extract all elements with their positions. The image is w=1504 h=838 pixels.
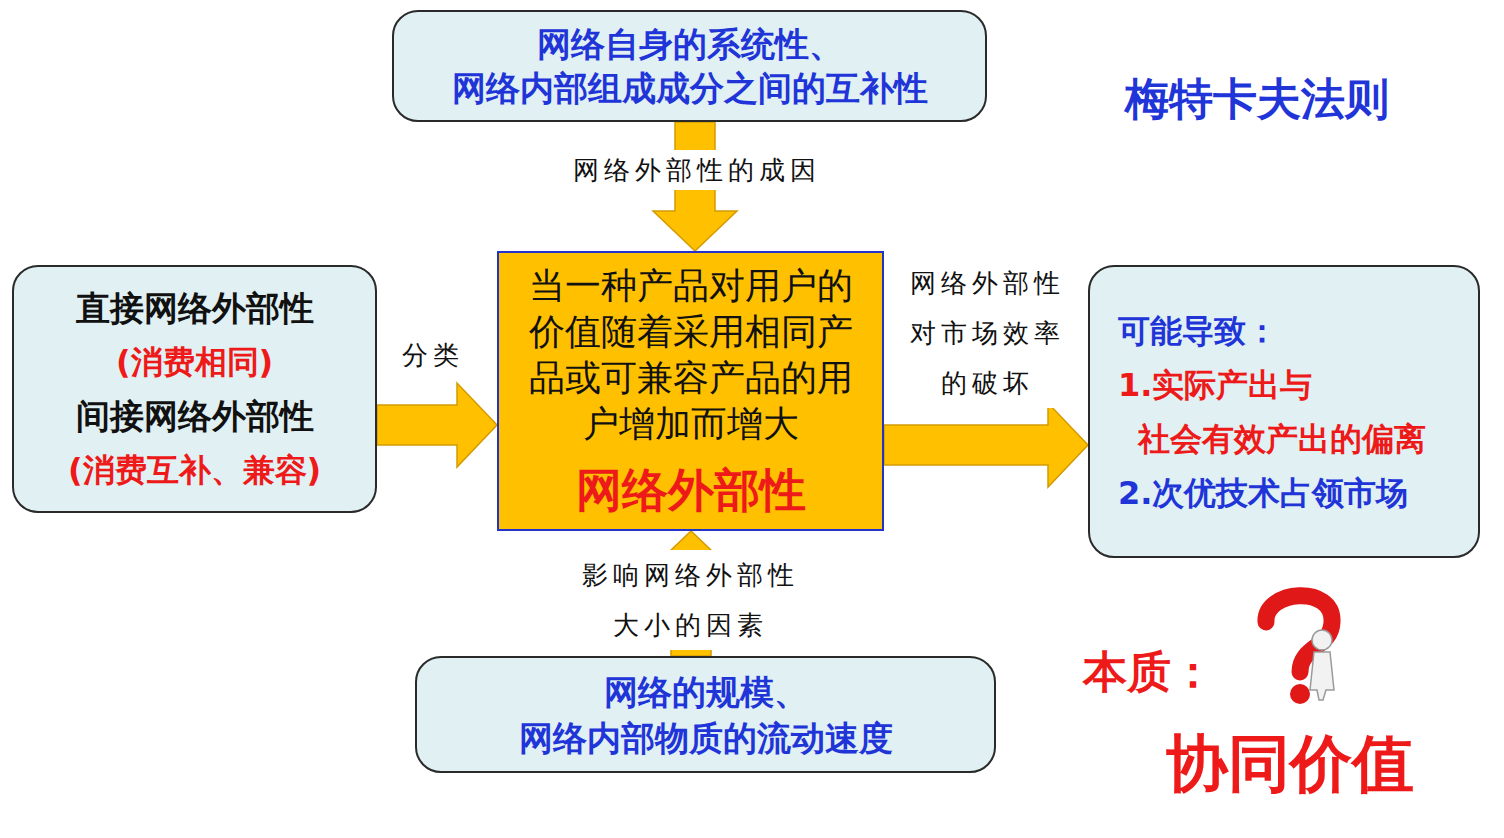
- effect-box: 可能导致：1.实际产出与 社会有效产出的偏离2.次优技术占领市场: [1088, 265, 1480, 558]
- law-title: 梅特卡夫法则: [1125, 70, 1389, 129]
- definition-text: 当一种产品对用户的 价值随着采用相同产 品或可兼容产品的用 户增加而增大: [517, 263, 864, 447]
- figure-head: [1312, 630, 1332, 650]
- edge-label: 网络外部性 对市场效率 的破坏: [885, 258, 1090, 408]
- definition-term: 网络外部性: [576, 461, 806, 519]
- category-note: (消费相同): [116, 335, 273, 389]
- effect-item: 1.实际产出与 社会有效产出的偏离: [1118, 358, 1460, 466]
- effect-item: 2.次优技术占领市场: [1118, 466, 1408, 520]
- category-box: 直接网络外部性(消费相同)间接网络外部性(消费互补、兼容): [12, 265, 377, 513]
- effect-heading: 可能导致：: [1118, 304, 1278, 358]
- category-note: (消费互补、兼容): [68, 443, 321, 497]
- cause-text: 网络自身的系统性、 网络内部组成成分之间的互补性: [412, 22, 967, 110]
- category-heading: 直接网络外部性: [76, 281, 314, 335]
- essence-label: 本质：: [1083, 643, 1215, 702]
- essence-value: 协同价值: [1166, 722, 1414, 806]
- cause-box: 网络自身的系统性、 网络内部组成成分之间的互补性: [392, 10, 987, 122]
- edge-label: 分类: [378, 335, 488, 375]
- edge-label: 网络外部性的成因: [542, 150, 852, 190]
- category-heading: 间接网络外部性: [76, 389, 314, 443]
- definition-box: 当一种产品对用户的 价值随着采用相同产 品或可兼容产品的用 户增加而增大网络外部…: [497, 251, 884, 531]
- block-arrow: [884, 403, 1088, 487]
- factor-box: 网络的规模、 网络内部物质的流动速度: [415, 656, 996, 773]
- factor-text: 网络的规模、 网络内部物质的流动速度: [435, 669, 976, 761]
- block-arrow: [377, 383, 497, 467]
- question-dot: [1290, 684, 1310, 704]
- edge-label: 影响网络外部性 大小的因素: [540, 550, 840, 650]
- figure-body: [1310, 652, 1334, 700]
